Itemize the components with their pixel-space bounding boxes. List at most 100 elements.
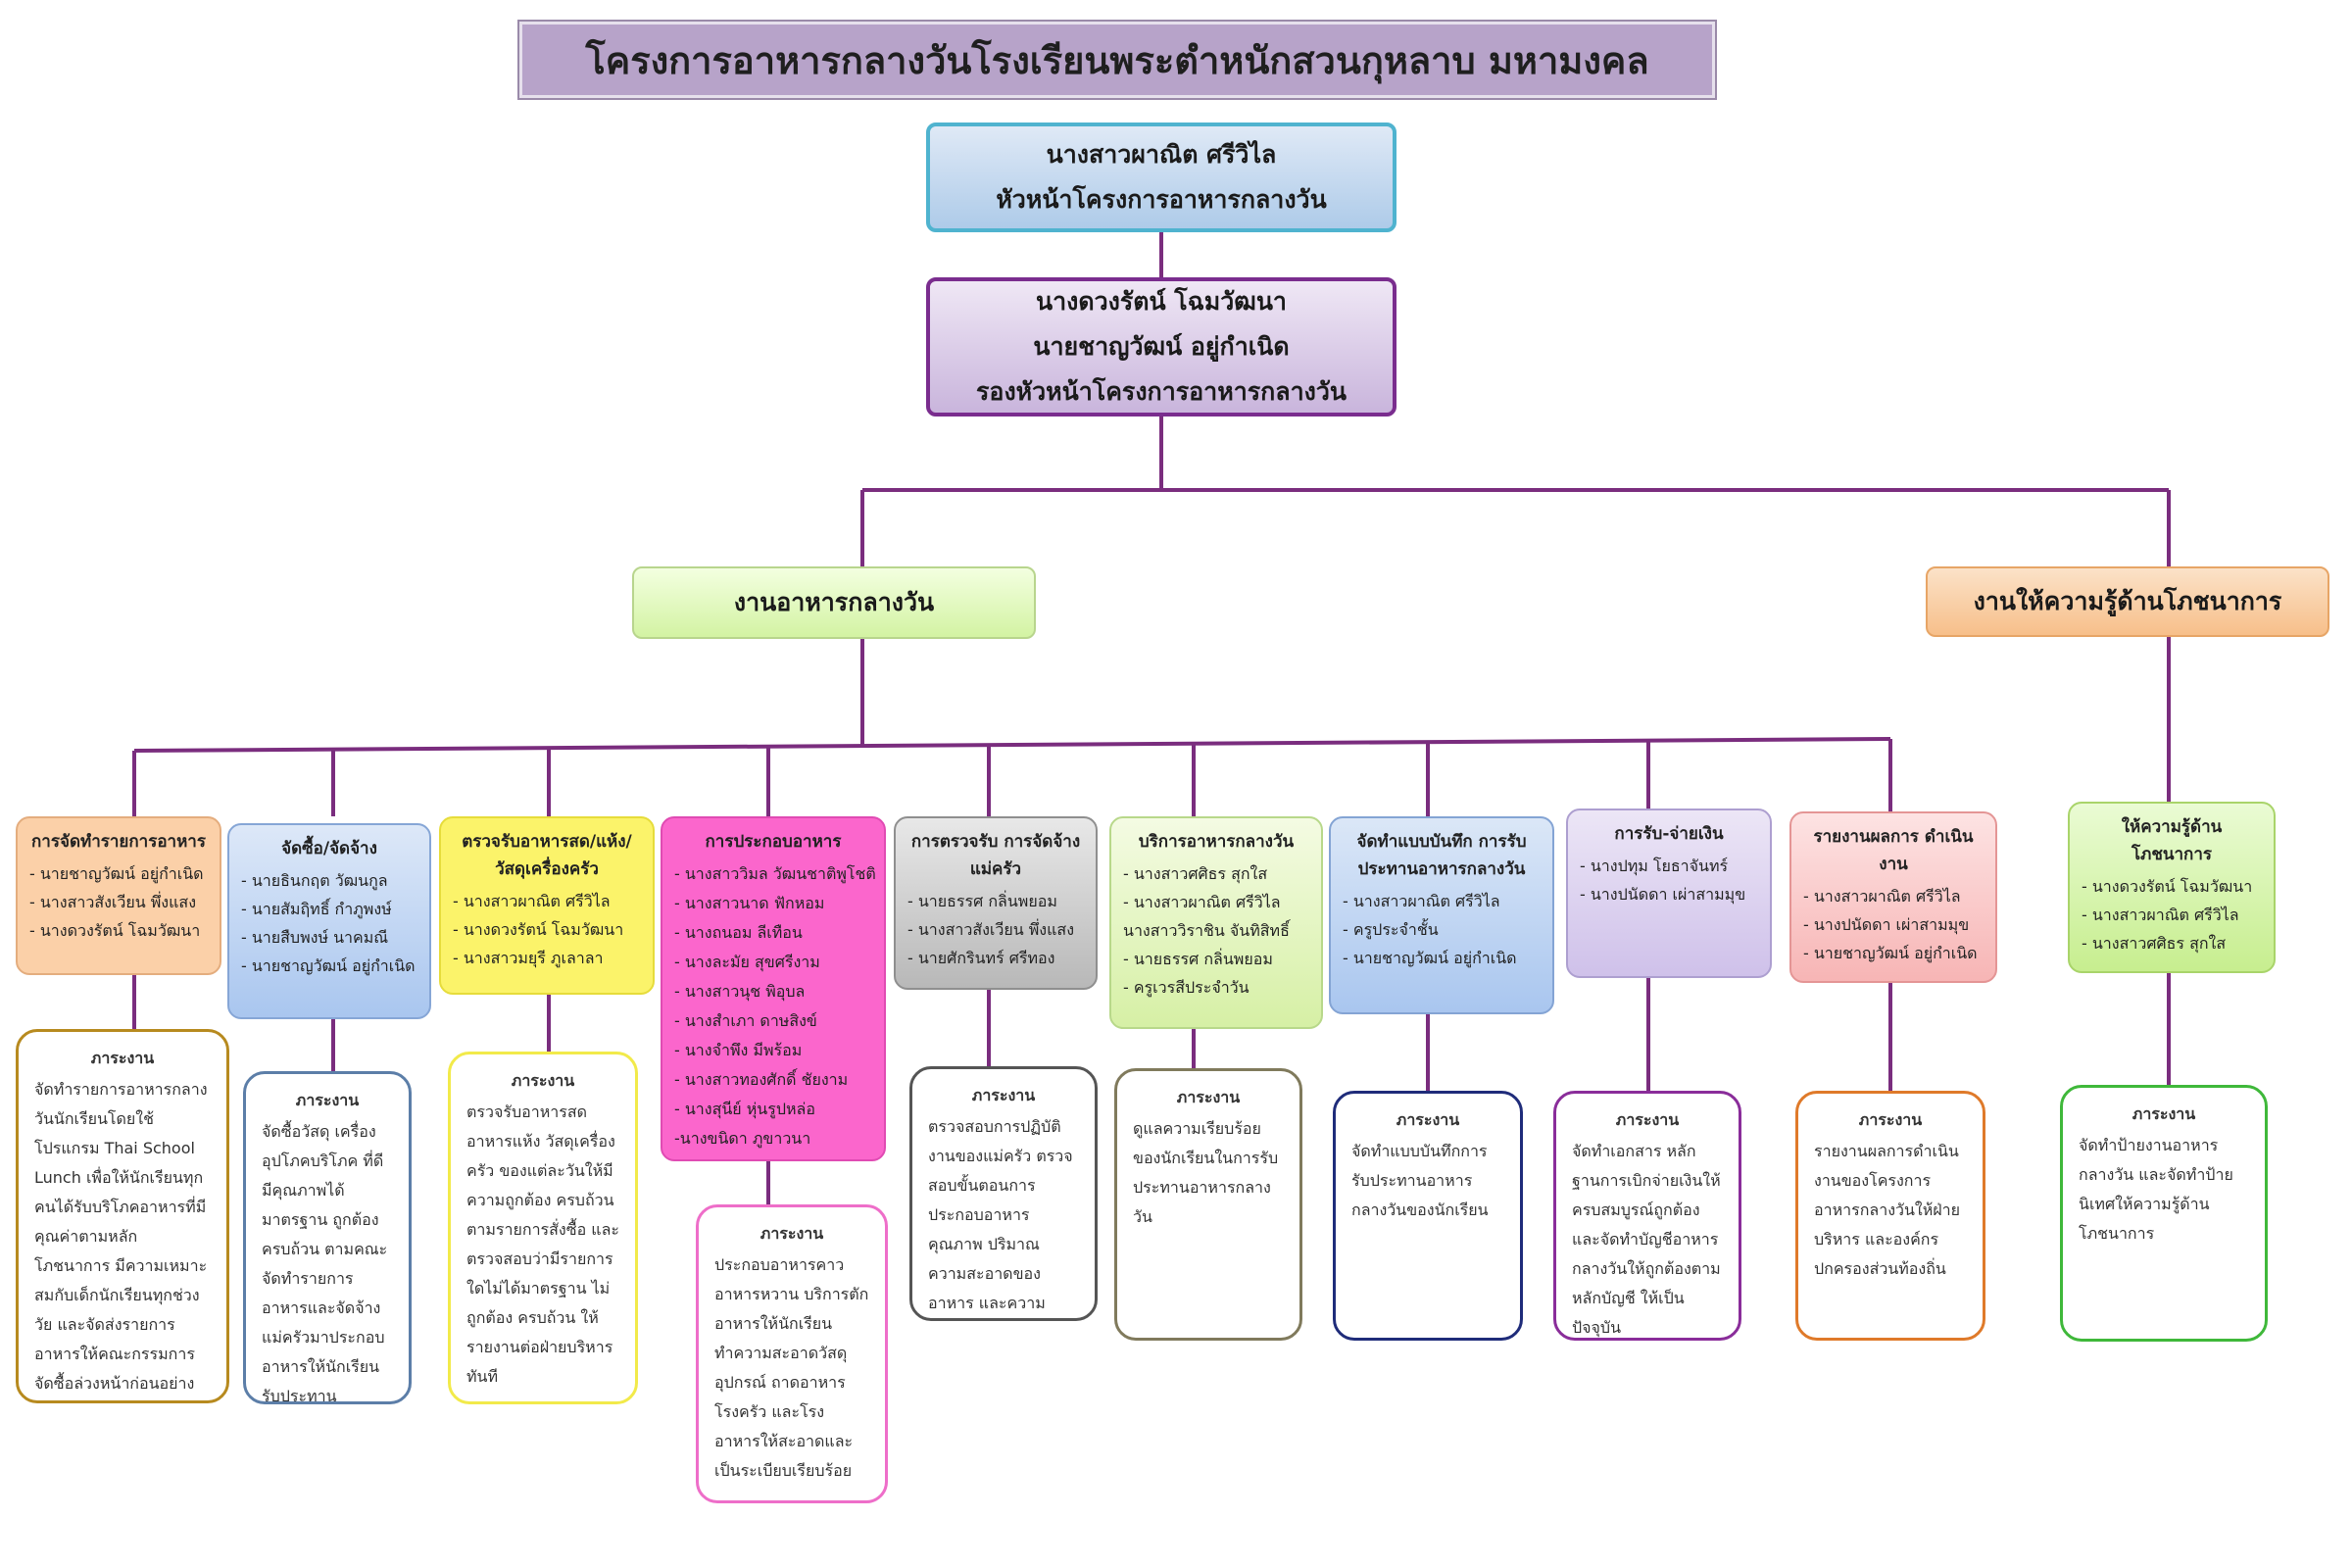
- member: - นางถนอม ลีเทือน: [674, 923, 803, 942]
- member: - ครูประจำชั้น: [1343, 920, 1439, 939]
- task-title: การจัดทำรายการอาหาร: [31, 832, 206, 852]
- duty-text: จัดทำป้ายงานอาหารกลางวัน และจัดทำป้ายนิเ…: [2079, 1136, 2233, 1243]
- member: - นายธรรศ กลิ่นพยอม: [907, 892, 1057, 910]
- duty-title: ภาระงาน: [2132, 1104, 2196, 1123]
- duty-text: จัดซื้อวัสดุ เครื่องอุปโภคบริโภค ที่ดีมี…: [262, 1122, 388, 1404]
- task-title: การประกอบอาหาร: [705, 832, 842, 852]
- deputy-name-2: นายชาญวัฒน์ อยู่กำเนิด: [1033, 332, 1290, 361]
- task-box-finance: การรับ-จ่ายเงิน - นางปทุม โยธาจันทร์ - น…: [1566, 808, 1772, 978]
- member: - นายชาญวัฒน์ อยู่กำเนิด: [1803, 944, 1978, 962]
- task-title: การรับ-จ่ายเงิน: [1614, 824, 1724, 844]
- member: - นางสาววิมล วัฒนชาติพูโชติ: [674, 864, 876, 883]
- section-lunch: งานอาหารกลางวัน: [632, 566, 1036, 639]
- head-name: นางสาวผาณิต ศรีวิไล: [1046, 140, 1277, 169]
- duty-text: รายงานผลการดำเนินงานของโครงการอาหารกลางว…: [1814, 1142, 1961, 1278]
- duty-box-receiving: ภาระงาน ตรวจรับอาหารสด อาหารแห้ง วัสดุเค…: [448, 1052, 638, 1404]
- member: - นางสาวมยุรี ภูเลาลา: [453, 949, 604, 967]
- member: - นางสาวผาณิต ศรีวิไล: [2082, 906, 2239, 924]
- deputy-role: รองหัวหน้าโครงการอาหารกลางวัน: [976, 377, 1347, 406]
- duty-title: ภาระงาน: [1858, 1110, 1923, 1129]
- member: - นางละมัย สุขศรีงาม: [674, 953, 820, 971]
- duty-box-nutrition-knowledge: ภาระงาน จัดทำป้ายงานอาหารกลางวัน และจัดท…: [2060, 1085, 2268, 1342]
- duty-box-procurement: ภาระงาน จัดซื้อวัสดุ เครื่องอุปโภคบริโภค…: [243, 1071, 412, 1404]
- member: - นายชาญวัฒน์ อยู่กำเนิด: [241, 956, 416, 975]
- connectors: [132, 232, 2171, 1204]
- task-members: - นางสาวผาณิต ศรีวิไล - นางดวงรัตน์ โฉมว…: [453, 887, 641, 972]
- member: - นางสาวผาณิต ศรีวิไล: [453, 892, 611, 910]
- member: - นางสาวสังเวียน พึ่งแสง: [907, 920, 1075, 939]
- duty-text: จัดทำรายการอาหารกลางวันนักเรียนโดยใช้โปร…: [34, 1080, 208, 1393]
- member: - นางดวงรัตน์ โฉมวัฒนา: [2082, 877, 2253, 896]
- duty-box-cooking: ภาระงาน ประกอบอาหารคาวอาหารหวาน บริการตั…: [696, 1204, 888, 1503]
- task-box-cooking: การประกอบอาหาร - นางสาววิมล วัฒนชาติพูโช…: [661, 816, 886, 1161]
- member: - นางดวงรัตน์ โฉมวัฒนา: [453, 920, 624, 939]
- member: - นายชาญวัฒน์ อยู่กำเนิด: [29, 864, 204, 883]
- duty-text: ตรวจสอบการปฏิบัติงานของแม่ครัว ตรวจสอบขั…: [928, 1117, 1073, 1312]
- task-title: ตรวจรับอาหารสด/แห้ง/วัสดุเครื่องครัว: [462, 832, 632, 879]
- member: - นางสาวผาณิต ศรีวิไล: [1123, 893, 1281, 911]
- duty-box-finance: ภาระงาน จัดทำเอกสาร หลักฐานการเบิกจ่ายเง…: [1553, 1091, 1741, 1341]
- duty-title: ภาระงาน: [971, 1086, 1036, 1104]
- duty-title: ภาระงาน: [90, 1049, 155, 1067]
- duty-text: ดูแลความเรียบร้อยของนักเรียนในการรับประท…: [1133, 1119, 1279, 1226]
- member: นางสาววิราชิน จันทิสิทธิ์: [1123, 921, 1290, 940]
- member: - นางสาวศศิธร สุกใส: [2082, 934, 2227, 953]
- member: - นางปทุม โยธาจันทร์: [1580, 857, 1729, 875]
- task-members: - นายธรรศ กลิ่นพยอม - นางสาวสังเวียน พึ่…: [907, 887, 1084, 972]
- member: - นางสาวนาด ฟักหอม: [674, 894, 825, 912]
- task-box-recording: จัดทำแบบบันทึก การรับประทานอาหารกลางวัน …: [1329, 816, 1554, 1014]
- task-title: บริการอาหารกลางวัน: [1138, 832, 1295, 852]
- member: - นายศักรินทร์ ศรีทอง: [907, 949, 1055, 967]
- member: - นางปนัดดา เผ่าสามมุข: [1580, 885, 1746, 904]
- duty-title: ภาระงาน: [1396, 1110, 1460, 1129]
- task-box-service: บริการอาหารกลางวัน - นางสาวศศิธร สุกใส -…: [1109, 816, 1323, 1029]
- deputy-name-1: นางดวงรัตน์ โฉมวัฒนา: [1036, 287, 1287, 316]
- duty-title: ภาระงาน: [295, 1091, 360, 1109]
- member: - นายธรรศ กลิ่นพยอม: [1123, 950, 1273, 968]
- duty-box-menu: ภาระงาน จัดทำรายการอาหารกลางวันนักเรียนโ…: [16, 1029, 229, 1403]
- member: - นางดวงรัตน์ โฉมวัฒนา: [29, 921, 201, 940]
- task-box-procurement: จัดซื้อ/จัดจ้าง - นายธินกฤต วัฒนกูล - นา…: [227, 823, 431, 1019]
- duty-box-inspection: ภาระงาน ตรวจสอบการปฏิบัติงานของแม่ครัว ต…: [909, 1066, 1098, 1321]
- member: - นางสาวผาณิต ศรีวิไล: [1803, 887, 1961, 906]
- member: - นางสาวศศิธร สุกใส: [1123, 864, 1268, 883]
- task-members: - นางดวงรัตน์ โฉมวัฒนา - นางสาวผาณิต ศรี…: [2082, 872, 2262, 957]
- task-title: การตรวจรับ การจัดจ้างแม่ครัว: [910, 832, 1081, 879]
- member: - นางสาวผาณิต ศรีวิไล: [1343, 892, 1500, 910]
- duty-box-service: ภาระงาน ดูแลความเรียบร้อยของนักเรียนในกา…: [1114, 1068, 1302, 1341]
- member: - ครูเวรสีประจำวัน: [1123, 978, 1250, 997]
- member: - นางสุนีย์ หุ่นรูปหล่อ: [674, 1100, 815, 1118]
- duty-box-reporting: ภาระงาน รายงานผลการดำเนินงานของโครงการอา…: [1795, 1091, 1985, 1341]
- task-title: รายงานผลการ ดำเนินงาน: [1813, 827, 1974, 874]
- task-members: - นางปทุม โยธาจันทร์ - นางปนัดดา เผ่าสาม…: [1580, 852, 1758, 908]
- section-nutrition: งานให้ความรู้ด้านโภชนาการ: [1926, 566, 2329, 637]
- duty-title: ภาระงาน: [1615, 1110, 1680, 1129]
- deputy-box: นางดวงรัตน์ โฉมวัฒนา นายชาญวัฒน์ อยู่กำเ…: [926, 277, 1396, 416]
- task-box-receiving: ตรวจรับอาหารสด/แห้ง/วัสดุเครื่องครัว - น…: [439, 816, 655, 995]
- task-members: - นางสาววิมล วัฒนชาติพูโชติ - นางสาวนาด …: [674, 859, 876, 1153]
- member: - นายชาญวัฒน์ อยู่กำเนิด: [1343, 949, 1517, 967]
- head-box: นางสาวผาณิต ศรีวิไล หัวหน้าโครงการอาหารก…: [926, 122, 1396, 232]
- task-members: - นางสาวผาณิต ศรีวิไล - นางปนัดดา เผ่าสา…: [1803, 882, 1984, 967]
- duty-text: ตรวจรับอาหารสด อาหารแห้ง วัสดุเครื่องครั…: [466, 1102, 619, 1386]
- task-title: จัดทำแบบบันทึก การรับประทานอาหารกลางวัน: [1356, 832, 1527, 879]
- task-box-nutrition-knowledge: ให้ความรู้ด้านโภชนาการ - นางดวงรัตน์ โฉม…: [2068, 802, 2276, 973]
- member: - นายสืบพงษ์ นาคมณี: [241, 928, 389, 947]
- page-title: โครงการอาหารกลางวันโรงเรียนพระตำหนักสวนก…: [519, 22, 1715, 98]
- task-title: จัดซื้อ/จัดจ้าง: [281, 839, 377, 858]
- duty-title: ภาระงาน: [511, 1071, 575, 1090]
- connector-task-bar: [133, 737, 1891, 753]
- task-members: - นายชาญวัฒน์ อยู่กำเนิด - นางสาวสังเวีย…: [29, 859, 208, 945]
- task-box-inspection: การตรวจรับ การจัดจ้างแม่ครัว - นายธรรศ ก…: [894, 816, 1098, 990]
- duty-title: ภาระงาน: [1176, 1088, 1241, 1106]
- duty-text: ประกอบอาหารคาวอาหารหวาน บริการตักอาหารให…: [714, 1255, 869, 1480]
- duty-text: จัดทำแบบบันทึกการรับประทานอาหารกลางวันขอ…: [1351, 1142, 1489, 1219]
- member: - นางสาวนุช พิอุบล: [674, 982, 806, 1001]
- member: - นางจำพึง มีพร้อม: [674, 1041, 803, 1059]
- member: - นางสาวทองศักดิ์ ชัยงาม: [674, 1070, 849, 1089]
- task-members: - นางสาวผาณิต ศรีวิไล - ครูประจำชั้น - น…: [1343, 887, 1541, 972]
- member: -นางขนิดา ภูขาวนา: [674, 1129, 811, 1148]
- task-members: - นางสาวศศิธร สุกใส - นางสาวผาณิต ศรีวิไ…: [1123, 859, 1309, 1002]
- duty-box-recording: ภาระงาน จัดทำแบบบันทึกการรับประทานอาหารก…: [1333, 1091, 1523, 1341]
